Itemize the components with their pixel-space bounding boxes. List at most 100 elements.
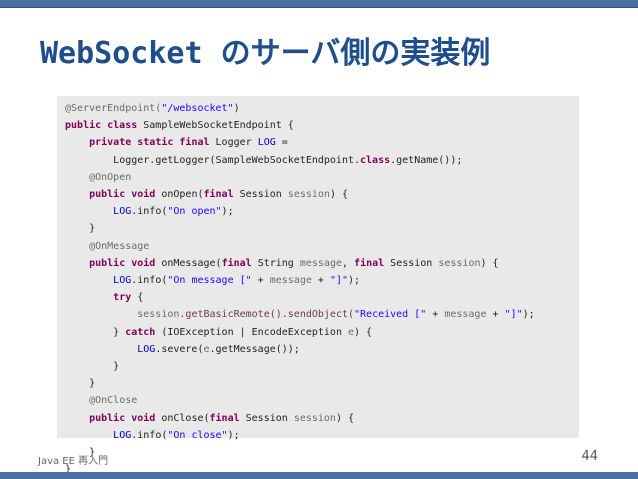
keyword: final bbox=[209, 412, 240, 424]
field-name: LOG bbox=[113, 275, 132, 287]
code-text: ); bbox=[227, 429, 240, 441]
parameter: message bbox=[299, 257, 342, 269]
indent bbox=[65, 137, 89, 148]
keyword: public class bbox=[65, 120, 138, 132]
parameter: e bbox=[347, 326, 355, 338]
field-name: LOG bbox=[257, 137, 276, 149]
code-text: .severe( bbox=[155, 343, 204, 355]
keyword: final bbox=[203, 189, 234, 201]
keyword: final bbox=[354, 257, 385, 269]
indent bbox=[65, 344, 137, 355]
code-block: @ServerEndpoint("/websocket") public cla… bbox=[57, 96, 579, 475]
indent bbox=[65, 155, 113, 166]
method-call: .getBasicRemote().sendObject( bbox=[179, 309, 355, 321]
field-name: LOG bbox=[113, 429, 132, 441]
code-line-1: @ServerEndpoint("/websocket") bbox=[65, 103, 240, 114]
parameter: message bbox=[269, 275, 312, 287]
keyword: try bbox=[113, 292, 132, 304]
keyword: public void bbox=[89, 412, 156, 424]
footer-text: Java EE 再入門 bbox=[38, 456, 109, 467]
code-text: ) { bbox=[354, 326, 373, 338]
field-name: LOG bbox=[113, 206, 132, 218]
code-line-6: public void onOpen(final Session session… bbox=[65, 189, 348, 200]
indent bbox=[65, 309, 137, 320]
code-text: Logger bbox=[209, 137, 258, 149]
code-text: .info( bbox=[131, 275, 168, 287]
string-literal: "On open" bbox=[167, 206, 222, 218]
code-line-12: try { bbox=[65, 292, 143, 303]
bottom-accent-bar bbox=[0, 472, 638, 479]
code-text: ) { bbox=[335, 412, 355, 424]
code-line-3: private static final Logger LOG = bbox=[65, 137, 288, 148]
annotation: @OnOpen bbox=[89, 171, 132, 183]
code-line-8: } bbox=[65, 223, 96, 235]
code-line-22: } bbox=[65, 464, 72, 476]
code-text: + bbox=[311, 275, 330, 287]
string-literal: "On message [" bbox=[167, 275, 252, 287]
string-literal: "]" bbox=[329, 275, 348, 287]
code-text: .getMessage()); bbox=[209, 343, 300, 355]
indent bbox=[65, 172, 89, 183]
field-name: LOG bbox=[137, 343, 156, 355]
code-text: (IOException | EncodeException bbox=[155, 326, 348, 338]
parameter: session bbox=[137, 309, 180, 321]
indent bbox=[65, 189, 89, 200]
code-line-20: LOG.info("On close"); bbox=[65, 429, 240, 441]
indent bbox=[65, 241, 89, 252]
string-literal: "Received [" bbox=[354, 309, 427, 321]
keyword: catch bbox=[125, 326, 156, 338]
code-text: ) { bbox=[480, 257, 499, 269]
string-literal: "]" bbox=[504, 309, 523, 321]
string-literal: "/websocket" bbox=[161, 103, 234, 114]
page-number: 44 bbox=[581, 449, 598, 464]
code-text: SampleWebSocketEndpoint { bbox=[137, 120, 294, 132]
code-line-2: public class SampleWebSocketEndpoint { bbox=[65, 120, 294, 131]
code-text: onOpen( bbox=[155, 189, 204, 201]
code-line-18: @OnClose bbox=[65, 395, 137, 406]
code-text: Session bbox=[384, 257, 439, 269]
keyword: private static final bbox=[89, 137, 210, 149]
code-line-4: Logger.getLogger(SampleWebSocketEndpoint… bbox=[65, 155, 462, 166]
code-line-10: public void onMessage(final String messa… bbox=[65, 257, 499, 269]
code-text: { bbox=[131, 292, 144, 304]
annotation: @ServerEndpoint( bbox=[65, 103, 162, 114]
code-text: + bbox=[486, 309, 505, 321]
code-text: Session bbox=[239, 412, 294, 424]
keyword: class bbox=[360, 154, 391, 166]
code-text: , bbox=[342, 257, 355, 269]
code-line-9: @OnMessage bbox=[65, 241, 149, 252]
code-text: ) { bbox=[329, 189, 349, 201]
code-text: ); bbox=[522, 309, 535, 321]
annotation: @OnClose bbox=[89, 395, 138, 407]
code-text: } bbox=[65, 326, 126, 338]
parameter: e bbox=[203, 343, 210, 355]
slide-title: WebSocket のサーバ側の実装例 bbox=[40, 36, 491, 71]
code-listing: @ServerEndpoint("/websocket") public cla… bbox=[65, 100, 535, 478]
code-line-15: LOG.severe(e.getMessage()); bbox=[65, 344, 300, 355]
code-text: onClose( bbox=[155, 412, 210, 424]
code-text: ); bbox=[221, 206, 234, 218]
keyword: public void bbox=[89, 189, 156, 201]
code-text: String bbox=[251, 257, 300, 269]
code-text: ); bbox=[348, 275, 361, 287]
code-line-16: } bbox=[65, 361, 120, 373]
parameter: session bbox=[438, 257, 481, 269]
code-text: onMessage( bbox=[155, 257, 222, 269]
code-text: = bbox=[275, 137, 288, 149]
parameter: session bbox=[293, 412, 336, 424]
code-text: Session bbox=[233, 189, 288, 201]
code-text: ) bbox=[233, 103, 240, 114]
indent bbox=[65, 206, 113, 217]
code-line-11: LOG.info("On message [" + message + "]")… bbox=[65, 275, 360, 286]
code-text: Logger.getLogger(SampleWebSocketEndpoint… bbox=[113, 154, 361, 166]
keyword: final bbox=[221, 257, 252, 269]
code-line-17: } bbox=[65, 378, 96, 390]
indent bbox=[65, 395, 89, 406]
indent bbox=[65, 413, 89, 424]
code-text: .info( bbox=[131, 206, 168, 218]
top-accent-bar bbox=[0, 0, 638, 8]
code-text: .getName()); bbox=[390, 154, 463, 166]
code-line-14: } catch (IOException | EncodeException e… bbox=[65, 327, 372, 338]
code-line-5: @OnOpen bbox=[65, 172, 131, 183]
code-line-21: } bbox=[65, 447, 96, 459]
